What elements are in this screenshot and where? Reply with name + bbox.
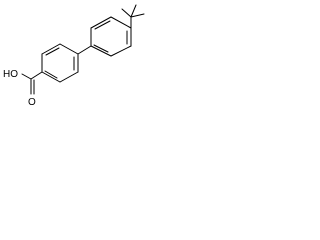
bond-ring-to-carboxyl-carbon <box>30 71 43 80</box>
bond-tbu-methyl-left <box>121 8 132 18</box>
bond-tbu-methyl-top <box>130 4 137 18</box>
ring-upper-double-3 <box>94 20 111 30</box>
bond-carboxyl-to-hydroxyl <box>21 73 32 80</box>
ring-lower-bond-3 <box>41 71 61 83</box>
benzene-ring-lower <box>41 43 79 83</box>
ring-lower-double-2 <box>44 70 58 79</box>
chemical-structure-drawing: O HO <box>3 4 145 108</box>
ring-upper-double-2 <box>93 44 109 53</box>
bond-tbu-methyl-right <box>130 13 145 18</box>
ring-lower-bond-2 <box>59 71 79 83</box>
ring-lower-bond-5 <box>41 43 61 55</box>
ring-upper-bond-2 <box>110 45 132 57</box>
ring-lower-bond-6 <box>59 43 79 55</box>
carboxylic-acid-group: O HO <box>3 69 43 108</box>
ring-upper-bond-3 <box>90 45 112 57</box>
tert-butyl-group <box>121 4 145 29</box>
biaryl-bond <box>77 45 92 55</box>
benzene-ring-upper <box>90 16 132 57</box>
ring-upper-bond-5 <box>90 16 112 29</box>
oxygen-label: O <box>28 97 36 108</box>
ring-lower-double-3 <box>45 47 60 56</box>
hydroxyl-label: HO <box>3 69 18 80</box>
ring-upper-bond-6 <box>110 16 132 29</box>
